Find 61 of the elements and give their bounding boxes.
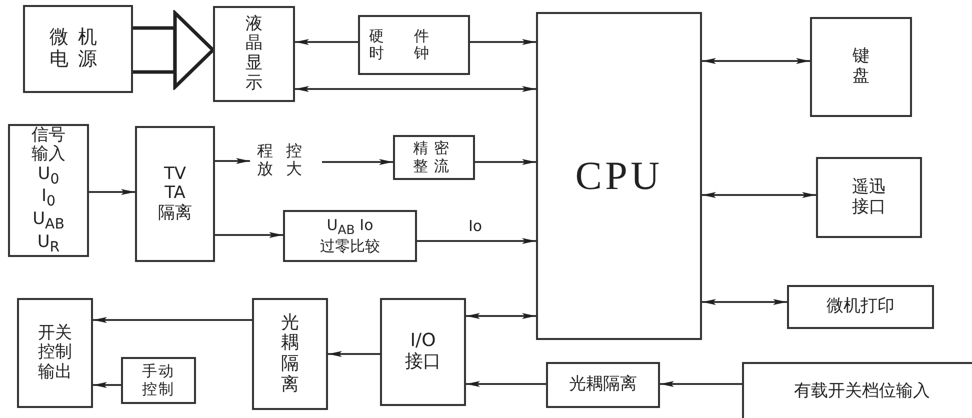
box-label: U$_{AB}$ Io [326, 217, 374, 238]
io-interface-box [380, 298, 466, 406]
box-label: 有载开关档位输入 [794, 382, 930, 402]
box-label: U$_{AB}$ [32, 210, 66, 233]
box-label: 遥迅接口 [851, 178, 887, 218]
box-label: I$_{0}$ [40, 187, 57, 210]
arrow [295, 86, 536, 92]
box-label: 键盘 [852, 47, 870, 87]
interface-box [816, 157, 922, 238]
load-switch-input-box [742, 362, 972, 418]
arrow [322, 159, 393, 165]
arrow [295, 39, 358, 45]
power-supply-box [23, 5, 133, 93]
arrow [328, 351, 380, 357]
arrow [466, 381, 546, 387]
arrow [475, 159, 536, 165]
box-label: 液晶显示 [244, 14, 264, 94]
arrow [417, 238, 536, 244]
box-label: 光耦隔离 [569, 375, 637, 395]
box-label: CPU [575, 153, 663, 199]
display-box [213, 6, 295, 102]
box-label: U$_{R}$ [36, 232, 61, 256]
box-label: 精密整流 [412, 140, 456, 175]
box-label: 开关控制输出 [37, 324, 73, 382]
optocoupler-box [252, 298, 328, 410]
arrow [702, 58, 810, 64]
box-label: TV [162, 164, 187, 184]
arrow [93, 317, 252, 323]
arrow [702, 192, 816, 198]
box-label: 手动控制 [141, 363, 176, 398]
arrow [702, 299, 787, 305]
switch-output-box [17, 298, 93, 408]
box-label: 过零比较 [320, 238, 380, 255]
rectifier-box [393, 135, 475, 180]
box-label: 微机电源 [48, 27, 108, 71]
arrow [660, 381, 742, 387]
arrow [215, 232, 283, 238]
box-label: 硬件时钟 [368, 28, 460, 62]
box-label: I/O 接口 [404, 331, 442, 373]
manual-control-box [121, 357, 196, 404]
printer-box [787, 285, 934, 329]
optocoupler-box [546, 362, 660, 408]
keyboard-box [810, 17, 912, 117]
arrow [215, 158, 250, 164]
box-label: 光耦隔离 [280, 312, 300, 396]
arrow [466, 313, 536, 319]
comparator-box [283, 210, 417, 262]
box-label: TA [164, 184, 186, 204]
box-label: 信号输入 [30, 126, 66, 165]
box-label: U$_{0}$ [36, 164, 60, 188]
cpu-box [536, 12, 702, 340]
hollow-arrow [131, 11, 215, 89]
clock-box [358, 15, 470, 75]
arrow [470, 39, 536, 45]
arrow [89, 189, 135, 195]
arrow [93, 382, 121, 388]
amplifier-label: 程控放大 [256, 142, 316, 178]
isolation-box [135, 126, 215, 262]
signal-input-box [8, 124, 89, 257]
box-label: 隔离 [157, 204, 193, 224]
box-label: 微机打印 [826, 297, 894, 317]
